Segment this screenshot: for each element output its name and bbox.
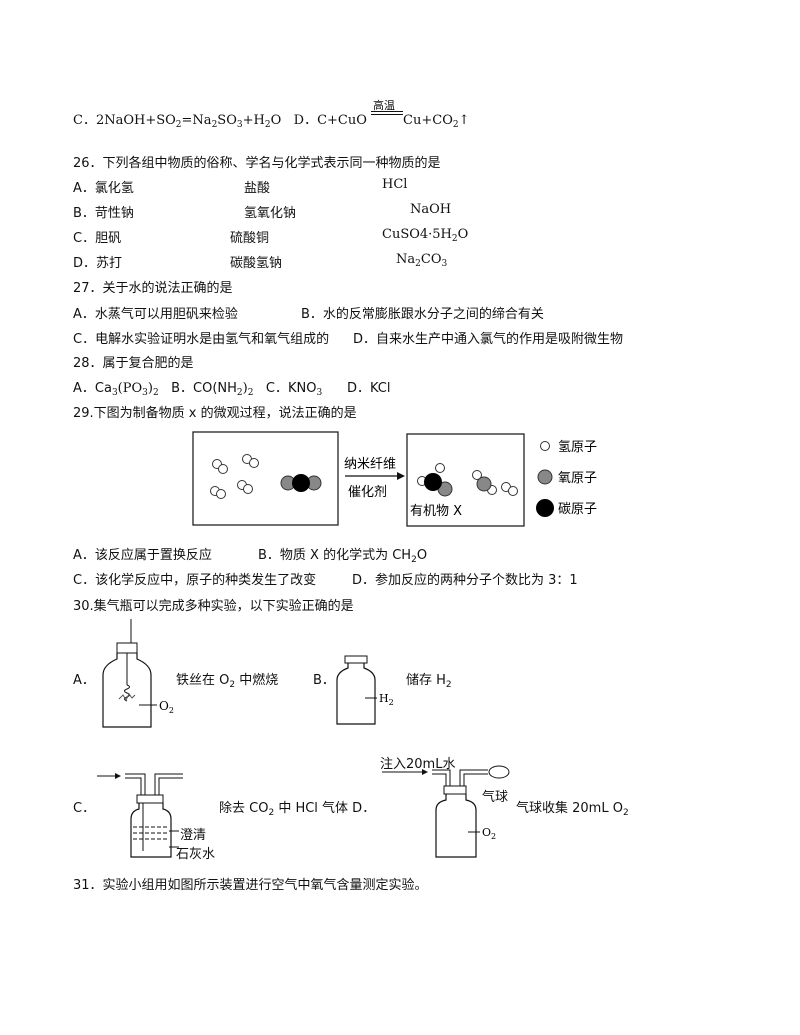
- legend-carbon: 碳原子: [558, 502, 597, 517]
- q30-stem: 30.集气瓶可以完成多种实验，以下实验正确的是: [73, 599, 354, 614]
- q29-option-b: B．物质 X 的化学式为 CH2O: [258, 548, 428, 565]
- arrow-top-label: 纳米纤维: [344, 457, 396, 472]
- q26-option-c-formula: CuSO4·5H2O: [382, 227, 469, 244]
- q30-b-text: 储存 H2: [406, 673, 452, 690]
- q27-stem: 27．关于水的说法正确的是: [73, 281, 233, 296]
- h2-molecule: [212, 459, 228, 474]
- reactants-box: [192, 431, 339, 526]
- q30-b-gas-label: H2: [379, 692, 394, 707]
- reaction-condition-arrow: 高温: [371, 99, 404, 128]
- q29-option-d: D．参加反应的两种分子个数比为 3：1: [352, 573, 578, 588]
- q30-b-storage-bottle: H2: [336, 655, 394, 725]
- q26-option-d: D．苏打: [73, 256, 123, 271]
- q26-option-a-formula: HCl: [382, 177, 408, 192]
- legend-oxygen: 氧原子: [558, 471, 597, 486]
- q25-options-cd: C．2NaOH+SO2=Na2SO3+H2O D．C+CuO 高温 Cu+CO2…: [73, 99, 470, 130]
- q30-c-liquid-2: 石灰水: [176, 847, 216, 862]
- q26-option-d-name: 碳酸氢钠: [230, 256, 283, 271]
- q30-c-text: 除去 CO2 中 HCl 气体 D．: [219, 801, 376, 818]
- q26-option-a: A．氯化氢: [73, 181, 134, 196]
- product-label: 有机物 X: [410, 504, 462, 519]
- q29-stem: 29.下图为制备物质 x 的微观过程，说法正确的是: [73, 406, 357, 421]
- legend-hydrogen: 氢原子: [558, 440, 597, 455]
- products-box: [406, 433, 525, 527]
- arrow-bottom-label: 催化剂: [348, 485, 387, 500]
- q26-option-c-name: 硫酸铜: [230, 231, 270, 246]
- q30-d-inject-label: 注入20mL水: [380, 757, 456, 772]
- q30-d-balloon-label: 气球: [482, 790, 509, 805]
- q27-option-d: D．自来水生产中通入氯气的作用是吸附微生物: [353, 332, 624, 347]
- q30-a-gas-label: O2: [159, 699, 174, 715]
- q30-c-label: C．: [73, 801, 96, 816]
- q26-option-b-formula: NaOH: [410, 202, 452, 217]
- q29-option-c: C．该化学反应中，原子的种类发生了改变: [73, 573, 317, 588]
- co2-molecule: [280, 474, 322, 492]
- q27-option-b: B．水的反常膨胀跟水分子之间的缔合有关: [301, 307, 544, 322]
- q29-option-a: A．该反应属于置换反应: [73, 548, 212, 563]
- q30-d-balloon-apparatus: O2: [382, 765, 510, 858]
- h2-molecule: [501, 482, 518, 496]
- q30-d-text: 气球收集 20mL O2: [516, 801, 629, 818]
- q27-option-c: C．电解水实验证明水是由氢气和氧气组成的: [73, 332, 330, 347]
- q27-option-a: A．水蒸气可以用胆矾来检验: [73, 307, 238, 322]
- q30-b-label: B．: [313, 673, 335, 688]
- h2-molecule: [242, 454, 259, 468]
- q26-option-a-name: 盐酸: [244, 181, 271, 196]
- q29-reaction-diagram: 纳米纤维 催化剂 有机物 X 氢原子 氧原子 碳原子: [192, 431, 597, 527]
- q30-a-iron-wire-apparatus: O2: [102, 619, 174, 728]
- q26-stem: 26．下列各组中物质的俗称、学名与化学式表示同一种物质的是: [73, 156, 441, 171]
- q30-c-liquid-1: 澄清: [180, 828, 207, 843]
- q26-option-d-formula: Na2CO3: [396, 252, 448, 269]
- q30-d-gas-label: O2: [482, 826, 496, 841]
- h2o-molecule: [472, 470, 497, 495]
- q26-option-b-name: 氢氧化钠: [244, 206, 297, 221]
- h2-molecule: [237, 480, 253, 494]
- balloon: [488, 765, 510, 779]
- q28-stem: 28．属于复合肥的是: [73, 356, 194, 371]
- q30-a-text: 铁丝在 O2 中燃烧: [176, 673, 279, 690]
- h2-molecule: [210, 486, 226, 499]
- q31-stem: 31．实验小组用如图所示装置进行空气中氧气含量测定实验。: [73, 878, 428, 893]
- q28-options: A．Ca3(PO3)2 B．CO(NH2)2 C．KNO3 D．KCl: [73, 381, 391, 398]
- q30-c-washing-bottle: [97, 773, 183, 858]
- q26-option-c: C．胆矾: [73, 231, 122, 246]
- q30-a-label: A．: [73, 673, 95, 688]
- x-molecule: [417, 463, 453, 497]
- q26-option-b: B．苛性钠: [73, 206, 134, 221]
